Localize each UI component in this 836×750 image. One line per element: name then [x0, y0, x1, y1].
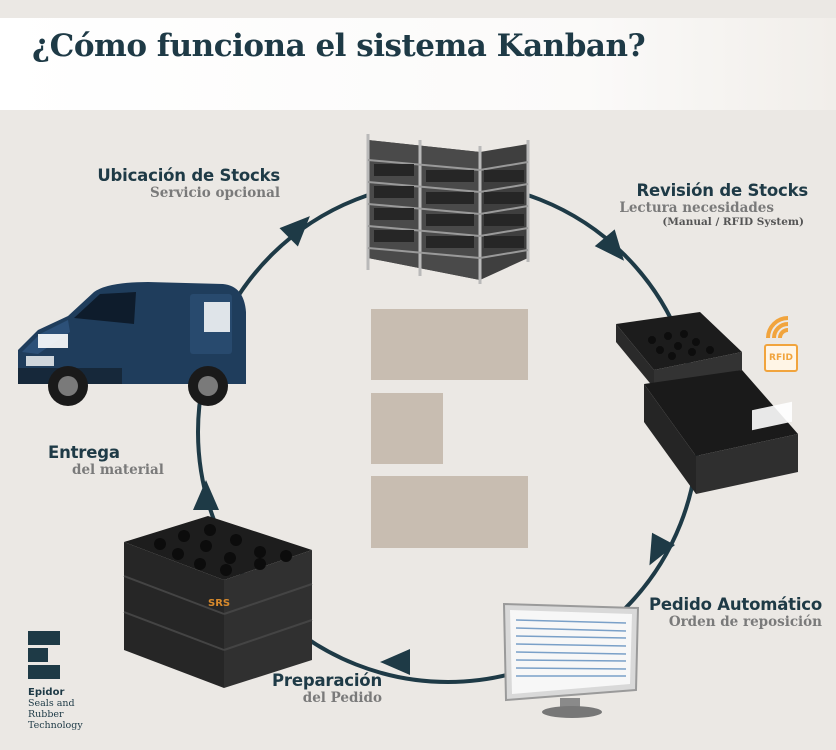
step-preparacion: Preparación del Pedido — [272, 671, 382, 706]
rfid-bins-illustration — [616, 312, 798, 494]
arrow-to-van — [193, 480, 219, 510]
header-banner — [0, 18, 836, 110]
epidor-logo: Epidor Seals and Rubber Technology — [28, 631, 98, 731]
step-entrega-title: Entrega — [48, 443, 120, 462]
arrow-to-crates — [380, 649, 410, 675]
logo-name: Epidor — [28, 687, 65, 698]
step-revision-title: Revisión de Stocks — [636, 181, 809, 200]
logo-tagline-1: Seals and — [28, 698, 75, 709]
page-title: ¿Cómo funciona el sistema Kanban? — [32, 28, 646, 64]
step-preparacion-title: Preparación — [272, 671, 382, 690]
step-ubicacion-title: Ubicación de Stocks — [97, 166, 280, 185]
arrow-to-bins — [594, 229, 624, 261]
step-entrega: Entrega del material — [48, 443, 164, 478]
stacked-crates-illustration — [123, 516, 313, 688]
step-pedido-title: Pedido Automático — [649, 595, 822, 614]
computer-monitor-illustration — [502, 602, 640, 718]
warehouse-shelves-illustration — [366, 134, 530, 284]
rfid-badge: RFID — [764, 344, 798, 372]
center-block-bottom — [371, 476, 528, 548]
center-block-middle — [371, 393, 443, 464]
step-pedido: Pedido Automático Orden de reposición — [649, 595, 822, 630]
step-entrega-subtitle: del material — [72, 462, 164, 478]
center-block-top — [371, 309, 528, 380]
step-ubicacion: Ubicación de Stocks Servicio opcional — [97, 166, 280, 201]
logo-tagline-3: Technology — [28, 720, 83, 731]
crate-brand-label: SRS — [208, 598, 231, 609]
delivery-van-illustration — [18, 282, 246, 406]
step-revision-note: (Manual / RFID System) — [662, 216, 804, 228]
logo-tagline-2: Rubber — [28, 709, 64, 720]
step-ubicacion-subtitle: Servicio opcional — [150, 185, 280, 201]
step-preparacion-subtitle: del Pedido — [302, 690, 382, 706]
step-revision: Revisión de Stocks Lectura necesidades (… — [619, 181, 808, 228]
step-revision-subtitle: Lectura necesidades — [619, 200, 774, 216]
step-pedido-subtitle: Orden de reposición — [668, 614, 822, 630]
epidor-logo-mark — [28, 631, 60, 679]
arrow-to-monitor — [649, 532, 675, 566]
arrow-to-shelves — [279, 216, 310, 247]
rfid-icon: RFID — [764, 308, 798, 372]
